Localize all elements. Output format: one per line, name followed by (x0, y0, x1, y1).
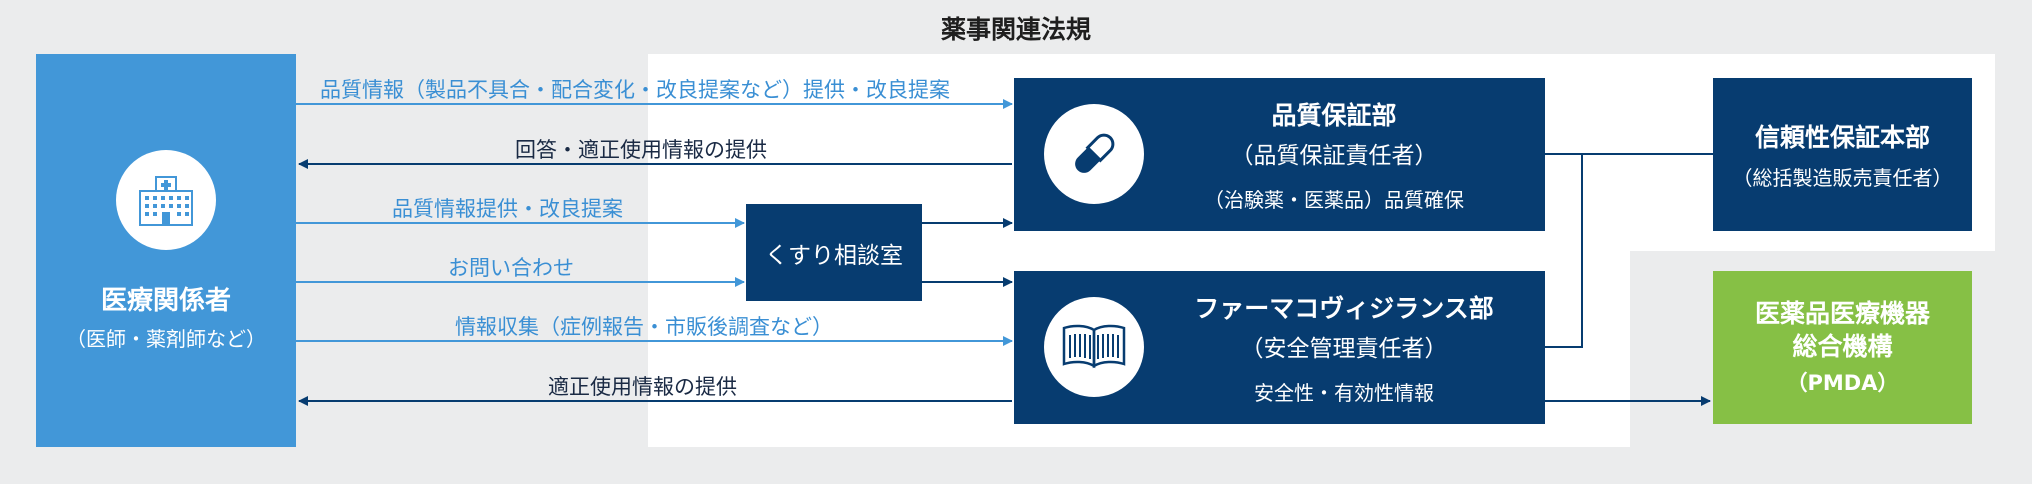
reliability-sub: （総括製造販売責任者） (1732, 166, 1953, 190)
pharmacovigilance-box: ファーマコヴィジランス部 （安全管理責任者） 安全性・有効性情報 (1014, 271, 1545, 424)
reliability-name: 信頼性保証本部 (1754, 123, 1930, 152)
label-collect: 情報収集（症例報告・市販後調査など） (455, 315, 833, 339)
pmda-line1: 医薬品医療機器 (1754, 299, 1930, 328)
kusuri-name: くすり相談室 (765, 242, 903, 269)
label-answer: 回答・適正使用情報の提供 (515, 138, 767, 162)
reliability-hq-box: 信頼性保証本部 （総括製造販売責任者） (1713, 78, 1972, 231)
kusuri-room-box: くすり相談室 (746, 204, 922, 301)
medical-name: 医療関係者 (100, 285, 231, 316)
bracket-line (1545, 153, 1583, 348)
pmda-line2: 総合機構 (1792, 331, 1893, 361)
quality-desc: （治験薬・医薬品）品質確保 (1204, 188, 1464, 212)
medical-sub: （医師・薬剤師など） (66, 326, 266, 351)
quality-assurance-box: 品質保証部 （品質保証責任者） （治験薬・医薬品）品質確保 (1014, 78, 1545, 231)
capsule-icon (1044, 104, 1144, 204)
label-proper-use: 適正使用情報の提供 (548, 375, 737, 399)
label-quality-info: 品質情報（製品不具合・配合変化・改良提案など）提供・改良提案 (320, 78, 950, 102)
pv-name: ファーマコヴィジランス部 (1194, 294, 1494, 323)
hospital-icon (116, 149, 216, 250)
pv-sub: （安全管理責任者） (1240, 336, 1448, 362)
label-inquiry: お問い合わせ (448, 256, 574, 280)
quality-name: 品質保証部 (1271, 101, 1397, 130)
medical-professionals-box: 医療関係者 （医師・薬剤師など） (36, 54, 296, 447)
quality-sub: （品質保証責任者） (1230, 143, 1438, 169)
pv-desc: 安全性・有効性情報 (1254, 381, 1434, 405)
label-quality-provide: 品質情報提供・改良提案 (392, 197, 623, 221)
diagram-title: 薬事関連法規 (940, 15, 1091, 44)
pmda-line3: （PMDA） (1786, 371, 1899, 395)
open-book-icon (1044, 297, 1144, 397)
pmda-box: 医薬品医療機器 総合機構 （PMDA） (1713, 271, 1972, 424)
